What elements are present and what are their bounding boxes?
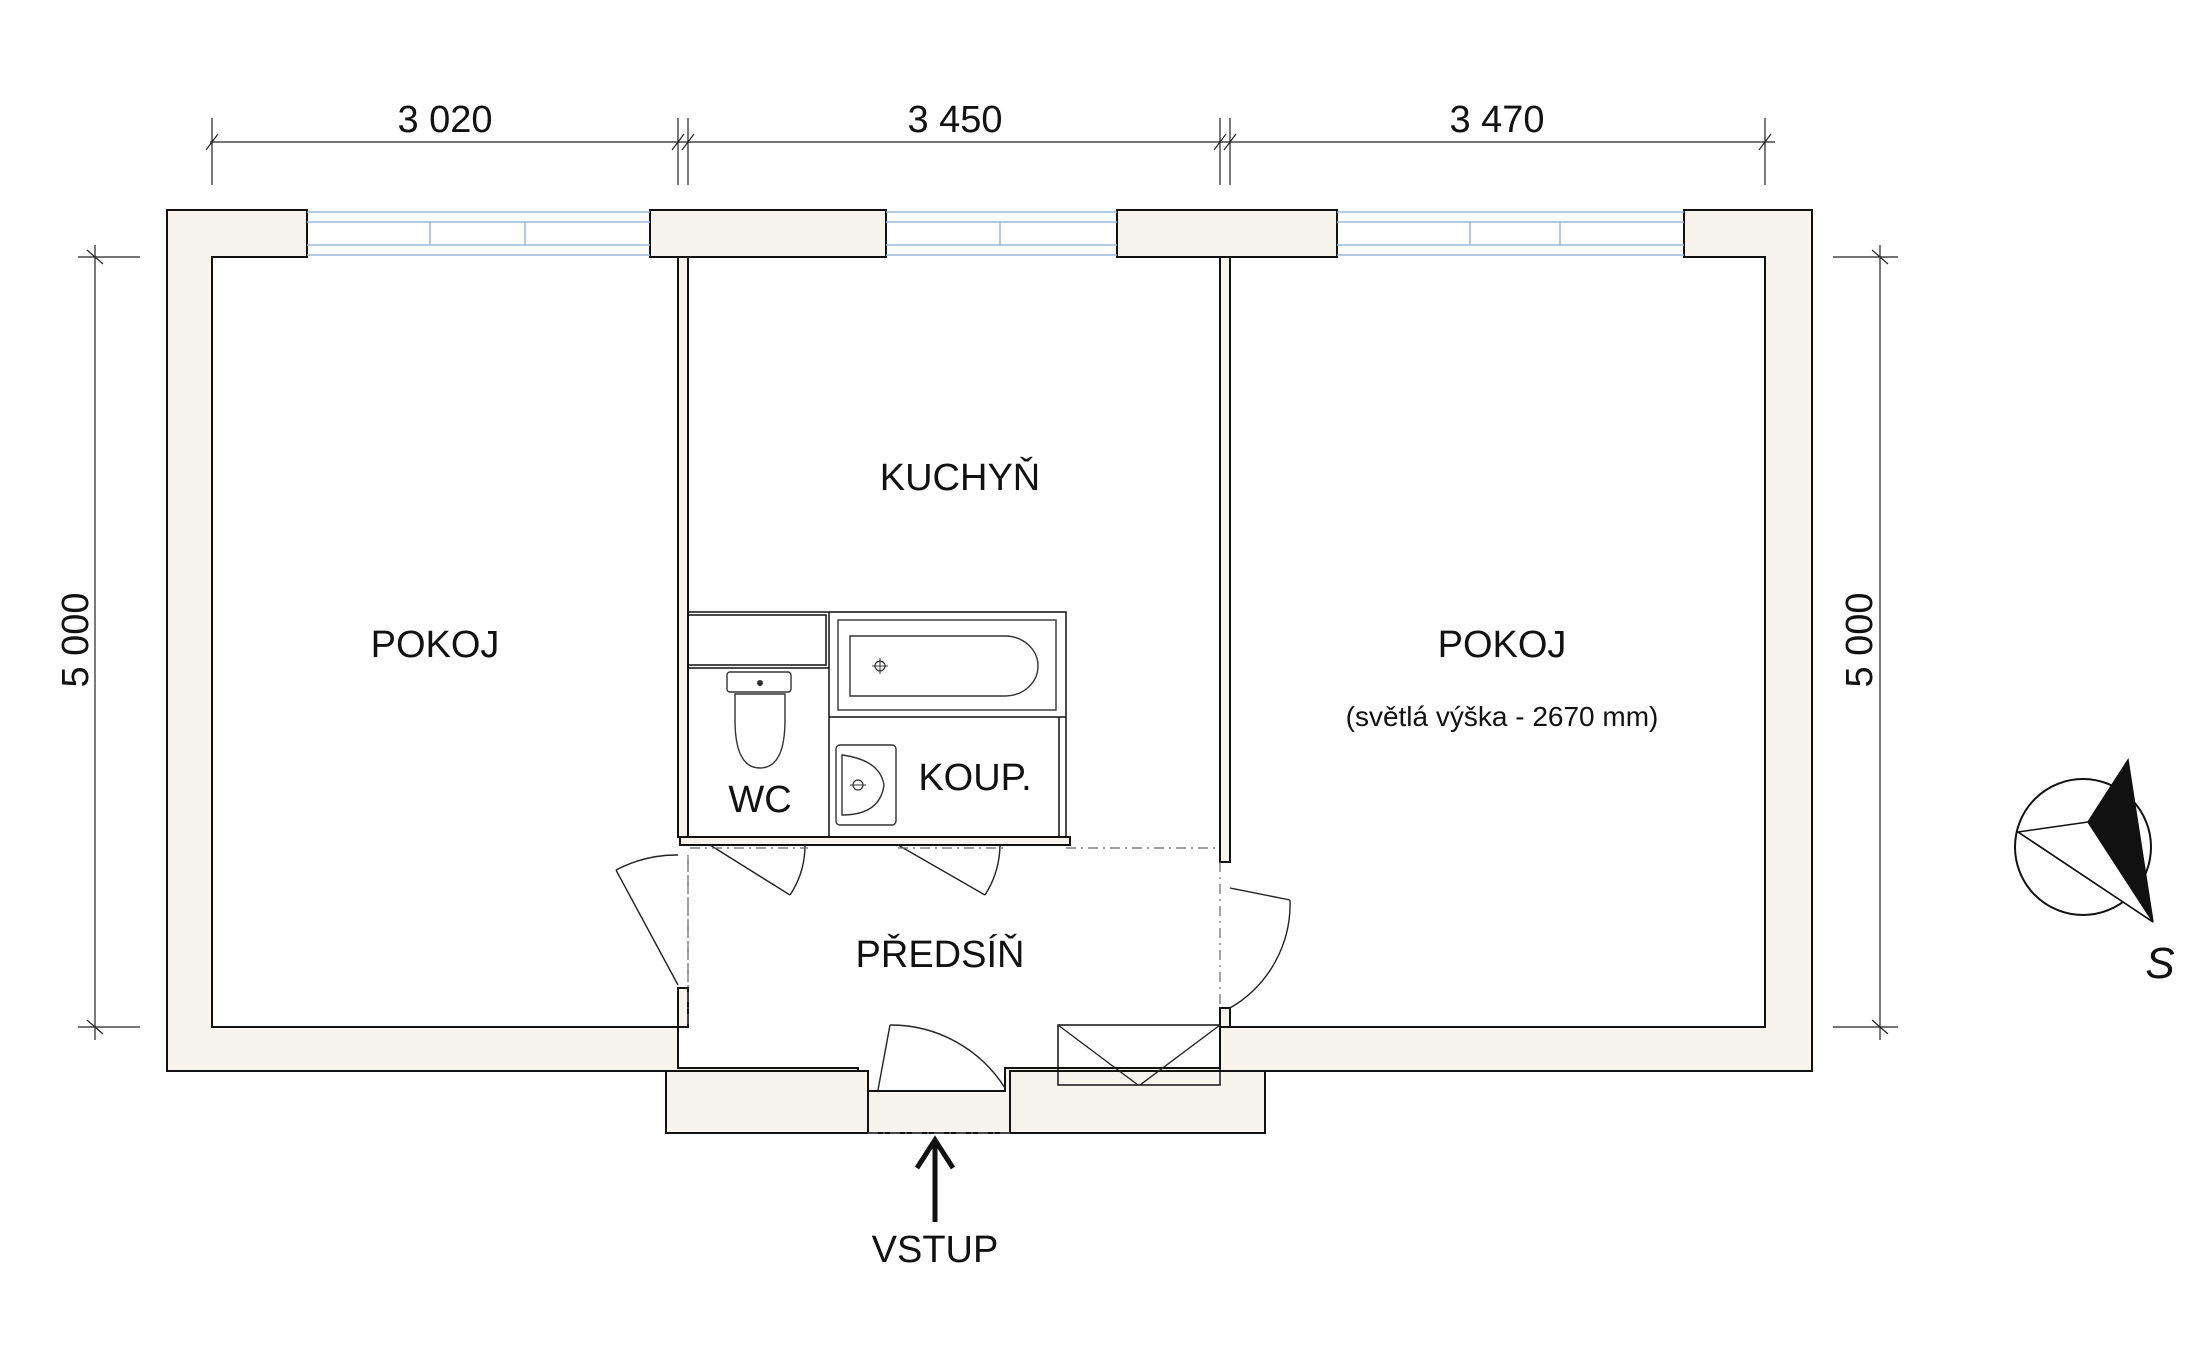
left-dimension-line: [78, 245, 140, 1040]
room-label-kuchyn: KUCHYŇ: [880, 456, 1040, 499]
door-bathroom: [897, 844, 1003, 896]
door-entrance: [868, 1024, 1010, 1134]
room-label-koupelna: KOUP.: [918, 757, 1031, 799]
compass-label: S: [2145, 939, 2174, 988]
entrance-wall-right: [1009, 1070, 1266, 1134]
window-middle: [886, 211, 1117, 256]
wall-pier-1: [649, 209, 887, 258]
room-label-wc: WC: [728, 779, 791, 821]
interior-wall-right-lower: [1219, 1007, 1231, 1028]
sink-icon: [835, 744, 897, 826]
room-label-pokoj-right: POKOJ: [1438, 624, 1567, 666]
interior-wall-left: [677, 256, 689, 838]
door-right-room: [1229, 887, 1291, 1009]
bathtub-icon: [837, 619, 1057, 711]
interior-wall-right: [1219, 256, 1231, 863]
wall-pier-2: [1116, 209, 1338, 258]
door-wc: [690, 844, 808, 896]
entrance-label: VSTUP: [872, 1229, 999, 1271]
right-dimension-line: [1833, 245, 1898, 1040]
door-left-room: [615, 854, 689, 986]
window-left: [307, 211, 650, 256]
room-note-ceiling-height: (světlá výška - 2670 mm): [1346, 701, 1659, 732]
dimension-right: 5 000: [1839, 592, 1881, 687]
bathroom-bottom-wall: [679, 836, 1071, 846]
room-label-predsin: PŘEDSÍŇ: [856, 933, 1025, 976]
closet-door: [1057, 1024, 1221, 1086]
top-dimension-chain: [205, 118, 1775, 185]
dimension-top-2: 3 450: [907, 99, 1002, 141]
dimension-top-3: 3 470: [1449, 99, 1544, 141]
entrance-wall-left: [665, 1070, 869, 1134]
dimension-top-1: 3 020: [397, 99, 492, 141]
interior-wall-left-lower: [677, 987, 689, 1028]
storage-shelf: [687, 614, 827, 666]
room-label-pokoj-left: POKOJ: [371, 624, 500, 666]
window-right: [1337, 211, 1684, 256]
dimension-left: 5 000: [55, 592, 97, 687]
toilet-icon: [726, 671, 792, 769]
north-arrow-icon: [2014, 757, 2154, 923]
entrance-arrow-icon: [914, 1135, 956, 1222]
